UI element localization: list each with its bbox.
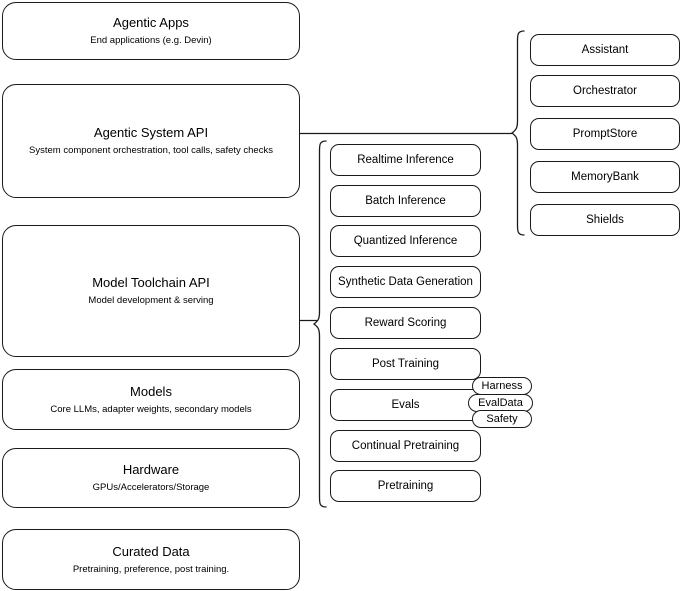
layer-box-hardware[interactable]: Hardware GPUs/Accelerators/Storage — [2, 448, 300, 508]
brace-right-column — [510, 30, 525, 236]
layer-box-model-toolchain-api[interactable]: Model Toolchain API Model development & … — [2, 225, 300, 357]
comp-box-label: MemoryBank — [571, 171, 639, 183]
layer-subtitle: Model development & serving — [88, 295, 214, 306]
comp-box-memorybank[interactable]: MemoryBank — [530, 161, 680, 193]
layer-box-curated-data[interactable]: Curated Data Pretraining, preference, po… — [2, 529, 300, 590]
comp-box-label: Shields — [586, 214, 624, 226]
layer-subtitle: Core LLMs, adapter weights, secondary mo… — [50, 403, 252, 415]
connector-system-api-to-right-column — [300, 126, 514, 142]
badge-safety[interactable]: Safety — [472, 410, 532, 428]
comp-box-assistant[interactable]: Assistant — [530, 34, 680, 66]
comp-box-label: Pretraining — [377, 480, 434, 492]
layer-subtitle: GPUs/Accelerators/Storage — [92, 482, 210, 493]
badge-label: Safety — [486, 412, 518, 425]
badge-harness[interactable]: Harness — [472, 377, 532, 395]
badge-label: EvalData — [478, 396, 523, 409]
comp-box-realtime-inference[interactable]: Realtime Inference — [330, 144, 481, 176]
comp-box-label: Evals — [391, 399, 420, 411]
layer-box-agentic-apps[interactable]: Agentic Apps End applications (e.g. Devi… — [2, 2, 300, 60]
layer-title: Models — [130, 383, 172, 399]
layer-box-agentic-system-api[interactable]: Agentic System API System component orch… — [2, 84, 300, 198]
layer-title: Hardware — [122, 462, 180, 477]
layer-title: Model Toolchain API — [92, 275, 210, 290]
comp-box-label: PromptStore — [572, 128, 638, 140]
comp-box-label: Realtime Inference — [357, 154, 454, 166]
comp-box-quantized-inference[interactable]: Quantized Inference — [330, 225, 481, 257]
comp-box-post-training[interactable]: Post Training — [330, 348, 481, 380]
comp-box-label: Reward Scoring — [364, 317, 447, 329]
comp-box-orchestrator[interactable]: Orchestrator — [530, 75, 680, 107]
brace-middle-column — [312, 140, 327, 508]
comp-box-label: Continual Pretraining — [351, 440, 460, 452]
comp-box-label: Orchestrator — [573, 85, 637, 97]
comp-box-label: Batch Inference — [365, 195, 446, 207]
comp-box-label: Assistant — [581, 44, 629, 56]
layer-title: Agentic System API — [93, 125, 209, 140]
comp-box-shields[interactable]: Shields — [530, 204, 680, 236]
comp-box-evals[interactable]: Evals — [330, 389, 481, 421]
comp-box-reward-scoring[interactable]: Reward Scoring — [330, 307, 481, 339]
comp-box-synthetic-data-generation[interactable]: Synthetic Data Generation — [330, 266, 481, 298]
comp-box-continual-pretraining[interactable]: Continual Pretraining — [330, 430, 481, 462]
badge-label: Harness — [481, 379, 523, 392]
layer-box-models[interactable]: Models Core LLMs, adapter weights, secon… — [2, 369, 300, 430]
comp-box-promptstore[interactable]: PromptStore — [530, 118, 680, 150]
layer-title: Agentic Apps — [113, 15, 189, 30]
comp-box-label: Quantized Inference — [353, 235, 458, 247]
layer-subtitle: System component orchestration, tool cal… — [29, 145, 273, 156]
layer-subtitle: End applications (e.g. Devin) — [90, 35, 212, 46]
connector-toolchain-api-to-middle-column — [300, 313, 322, 329]
comp-box-pretraining[interactable]: Pretraining — [330, 470, 481, 502]
comp-box-label: Synthetic Data Generation — [338, 276, 473, 288]
comp-box-label: Post Training — [371, 358, 440, 370]
layer-title: Curated Data — [112, 543, 190, 559]
layer-subtitle: Pretraining, preference, post training. — [72, 563, 230, 575]
comp-box-batch-inference[interactable]: Batch Inference — [330, 185, 481, 217]
